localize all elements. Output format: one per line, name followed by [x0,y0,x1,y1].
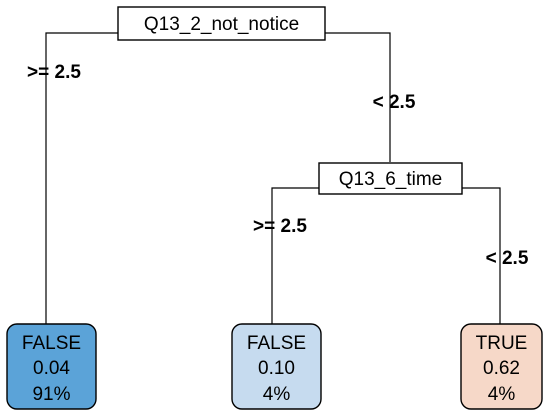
branch-label-split2-left: >= 2.5 [253,216,307,237]
branch-label-root-left: >= 2.5 [27,62,81,83]
split-node-q13-6-box [318,162,463,195]
edge-split2-left [271,187,319,324]
leaf-node-1: FALSE 0.04 91% [6,323,97,410]
leaf-node-3-class: TRUE [476,333,528,354]
leaf-node-2-percent: 4% [263,384,291,405]
leaf-node-2-prob: 0.10 [258,358,295,379]
edge-root-left [45,32,118,324]
leaf-node-1-percent: 91% [32,384,70,405]
split-node-root-label: Q13_2_not_notice [144,14,299,35]
leaf-node-3-percent: 4% [488,384,516,405]
edge-split2-right [462,187,501,324]
leaf-node-3-box [460,323,543,410]
edge-root-right [325,32,391,162]
leaf-node-1-prob: 0.04 [33,358,70,379]
leaf-node-2-class: FALSE [247,333,306,354]
leaf-node-1-box [6,323,97,410]
split-node-q13-6-label: Q13_6_time [339,169,443,190]
split-node-root: Q13_2_not_notice [117,6,326,41]
branch-label-split2-right: < 2.5 [486,248,529,269]
leaf-node-1-class: FALSE [22,333,81,354]
split-node-root-box [117,6,326,41]
leaf-node-3-prob: 0.62 [483,358,520,379]
split-node-q13-6: Q13_6_time [318,162,463,195]
leaf-node-2: FALSE 0.10 4% [231,323,322,410]
leaf-node-2-box [231,323,322,410]
branch-label-root-right: < 2.5 [373,92,416,113]
leaf-node-3: TRUE 0.62 4% [460,323,543,410]
